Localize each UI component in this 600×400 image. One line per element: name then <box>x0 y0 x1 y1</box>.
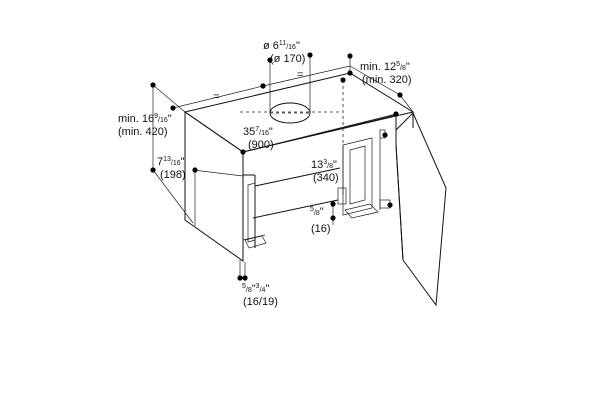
svg-text:5/8"3/4": 5/8"3/4" <box>242 283 269 295</box>
label-min-depth: min. 125/8" (min. 320) <box>360 61 412 86</box>
svg-text:(900): (900) <box>248 139 274 151</box>
label-min-height: min. 169/16" (min. 420) <box>118 113 172 138</box>
svg-text:(16): (16) <box>311 223 331 235</box>
svg-text:133/8": 133/8" <box>311 159 337 171</box>
dimension-lines <box>152 55 414 280</box>
label-height-front: 713/16" (198) <box>157 156 186 181</box>
label-panel-thickness: 5/8"3/4" (16/19) <box>242 283 278 308</box>
dimension-dots <box>150 52 403 281</box>
svg-text:(198): (198) <box>160 169 186 181</box>
svg-text:(min. 320): (min. 320) <box>362 74 412 86</box>
svg-text:ø 611/16": ø 611/16" <box>263 40 300 52</box>
equal-mark-left: = <box>213 91 219 103</box>
label-door-offset: 5/8" (16) <box>310 206 331 235</box>
svg-text:min. 169/16": min. 169/16" <box>118 113 172 125</box>
svg-text:5/8": 5/8" <box>310 206 324 218</box>
open-door <box>395 112 447 307</box>
svg-text:(ø 170): (ø 170) <box>270 53 305 65</box>
svg-text:357/16": 357/16" <box>243 126 273 138</box>
label-door-height: 133/8" (340) <box>311 159 339 184</box>
label-width: 357/16" (900) <box>243 126 274 151</box>
equal-mark-right: = <box>297 69 303 81</box>
label-duct-diameter: ø 611/16" (ø 170) <box>263 40 305 65</box>
hinge-assembly <box>337 129 391 219</box>
svg-text:(min. 420): (min. 420) <box>118 126 168 138</box>
svg-text:(16/19): (16/19) <box>243 296 278 308</box>
svg-text:min. 125/8": min. 125/8" <box>360 61 410 73</box>
svg-text:713/16": 713/16" <box>157 156 185 168</box>
svg-text:(340): (340) <box>313 172 339 184</box>
